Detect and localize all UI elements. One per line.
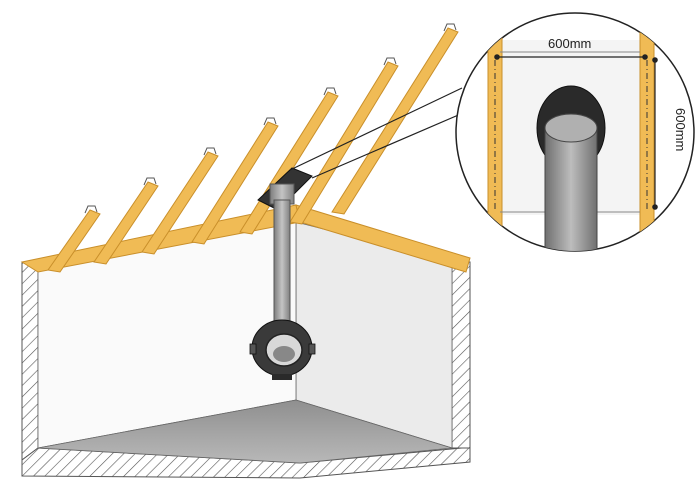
stove-fire-chamber xyxy=(273,346,295,362)
stove-right-handle xyxy=(308,343,316,355)
rafter-4 xyxy=(191,121,279,245)
height-dimension-label: 600mm xyxy=(673,108,688,151)
rafter-2 xyxy=(93,181,159,265)
detail-flue-pipe xyxy=(544,127,598,251)
rafter-7 xyxy=(331,27,459,215)
flue-pipe xyxy=(273,199,291,329)
width-dimension xyxy=(494,54,648,60)
rafter-3 xyxy=(141,151,219,255)
roof-rafters xyxy=(20,23,471,273)
stove xyxy=(249,319,316,380)
right-wall-section xyxy=(451,261,471,449)
rafter-6 xyxy=(289,61,399,225)
rafter-end-brackets xyxy=(84,23,457,214)
detail-callout: 600mm 600mm xyxy=(455,12,695,252)
callout-leaders xyxy=(289,87,471,179)
width-dimension-label: 600mm xyxy=(548,36,591,51)
left-wall-section xyxy=(21,262,39,461)
height-dimension xyxy=(652,57,658,210)
rafter-1 xyxy=(47,209,101,273)
flue-assembly xyxy=(257,167,313,329)
room xyxy=(21,221,471,479)
floor xyxy=(37,399,453,464)
stove-left-handle xyxy=(249,343,257,355)
stove-base xyxy=(272,374,292,380)
